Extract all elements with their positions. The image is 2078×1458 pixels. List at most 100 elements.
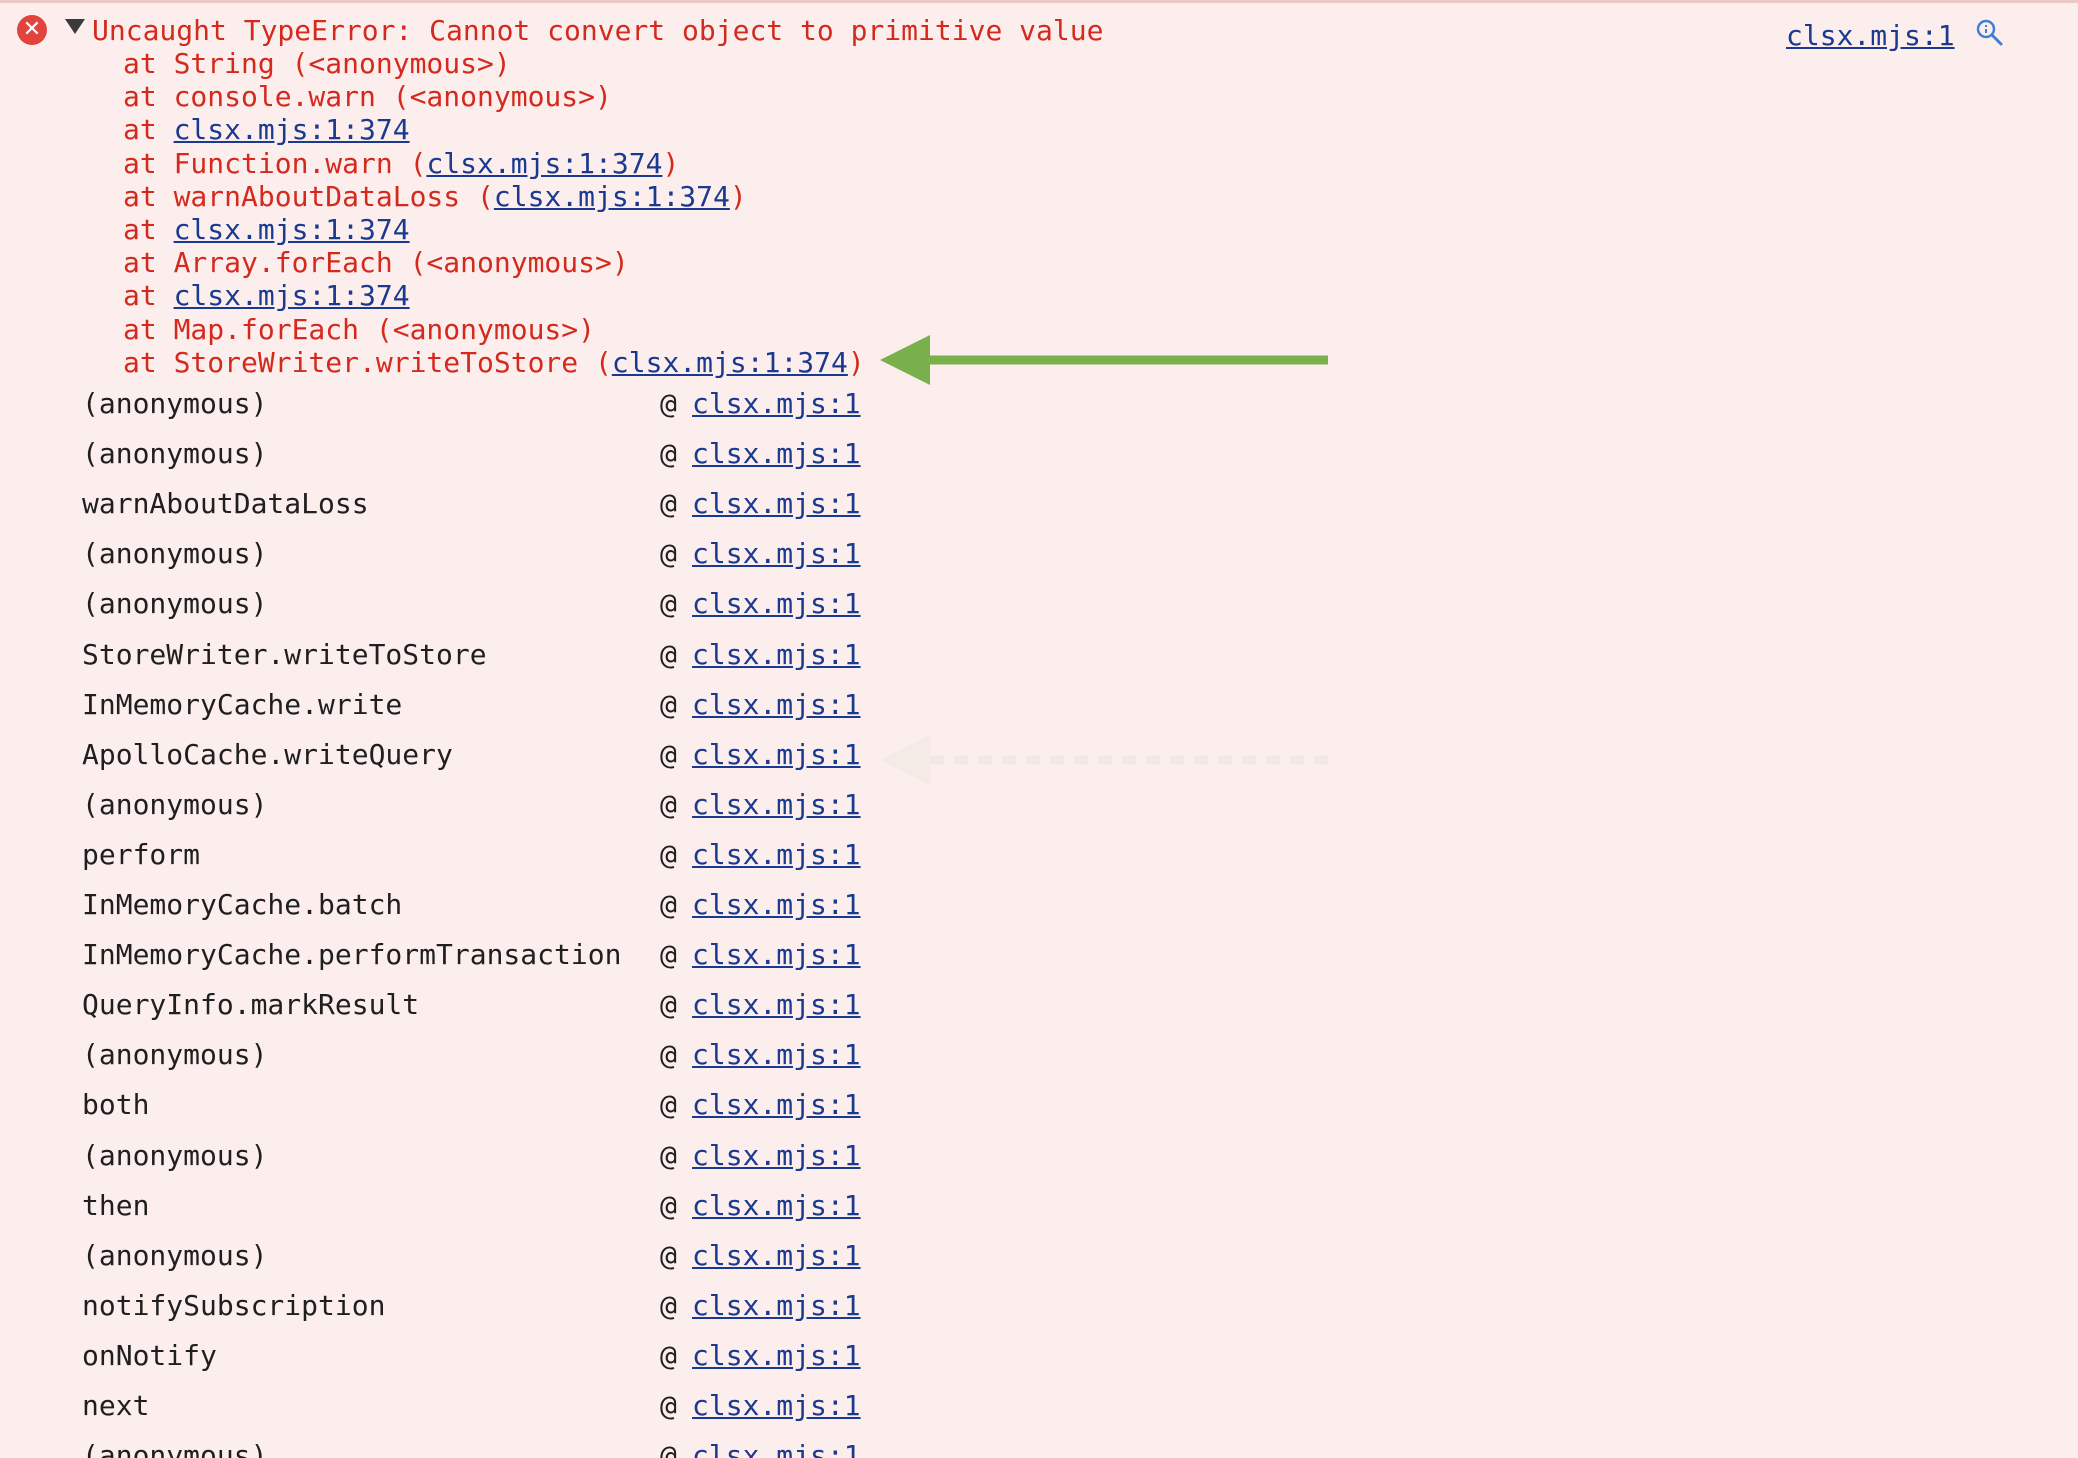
call-stack-link[interactable]: clsx.mjs:1 [692, 888, 861, 921]
function-name: notifySubscription [82, 1288, 386, 1322]
stack-trace-line: at Map.forEach (<anonymous>) [123, 313, 595, 346]
call-stack-link[interactable]: clsx.mjs:1 [692, 1088, 861, 1122]
at-symbol: @ [660, 1038, 677, 1072]
function-name: onNotify [82, 1338, 217, 1372]
call-stack-link[interactable]: clsx.mjs:1 [692, 1188, 861, 1222]
call-stack-link[interactable]: clsx.mjs:1 [692, 637, 861, 671]
error-circle-icon: ✕ [17, 15, 47, 45]
call-stack-link[interactable]: clsx.mjs:1 [692, 1138, 861, 1172]
at-symbol: @ [660, 1188, 677, 1222]
stack-trace-line: at StoreWriter.writeToStore (clsx.mjs:1:… [123, 346, 865, 379]
stack-trace-link[interactable]: clsx.mjs:1:374 [173, 213, 410, 246]
stack-trace-link[interactable]: clsx.mjs:1:374 [173, 279, 410, 313]
at-symbol: @ [660, 487, 677, 521]
at-symbol: @ [660, 1238, 677, 1272]
stack-trace-text: at [123, 279, 174, 313]
stack-trace-link[interactable]: clsx.mjs:1:374 [173, 113, 410, 147]
stack-trace-link[interactable]: clsx.mjs:1:374 [493, 179, 730, 213]
function-name: (anonymous) [82, 1238, 268, 1272]
call-stack-link[interactable]: clsx.mjs:1 [692, 1038, 861, 1072]
top-divider [0, 0, 2078, 3]
stack-trace-text: at [123, 113, 174, 147]
stack-trace-text: at console.warn (<anonymous>) [123, 80, 612, 114]
stack-trace-line: at String (<anonymous>) [123, 47, 511, 80]
function-name: InMemoryCache.performTransaction [82, 938, 622, 972]
stack-trace-text: at Function.warn ( [123, 146, 427, 180]
call-stack-link[interactable]: clsx.mjs:1 [692, 1439, 861, 1458]
faded-left-arrow-icon [880, 735, 1328, 785]
stack-trace-text: at warnAboutDataLoss ( [123, 179, 494, 213]
stack-trace-line: at Function.warn (clsx.mjs:1:374) [123, 147, 679, 180]
stack-trace-link[interactable]: clsx.mjs:1:374 [611, 345, 848, 379]
stack-trace-suffix: ) [847, 345, 865, 379]
function-name: InMemoryCache.batch [82, 888, 403, 921]
function-name: (anonymous) [82, 1138, 268, 1172]
at-symbol: @ [660, 1389, 677, 1422]
magnifier-icon[interactable] [1974, 17, 2004, 47]
stack-trace-text: at Map.forEach (<anonymous>) [123, 312, 596, 346]
function-name: StoreWriter.writeToStore [82, 637, 487, 671]
call-stack-link[interactable]: clsx.mjs:1 [692, 938, 861, 972]
source-link[interactable]: clsx.mjs:1 [1786, 19, 1955, 52]
call-stack-link[interactable]: clsx.mjs:1 [692, 687, 861, 721]
function-name: (anonymous) [82, 537, 268, 571]
function-name: (anonymous) [82, 387, 268, 420]
at-symbol: @ [660, 737, 677, 771]
at-symbol: @ [660, 1138, 677, 1172]
function-name: (anonymous) [82, 587, 268, 621]
stack-trace-line: at warnAboutDataLoss (clsx.mjs:1:374) [123, 180, 747, 213]
function-name: ApolloCache.writeQuery [82, 737, 453, 771]
at-symbol: @ [660, 938, 677, 972]
function-name: (anonymous) [82, 787, 268, 821]
expand-triangle-icon[interactable] [65, 19, 85, 34]
call-stack-link[interactable]: clsx.mjs:1 [692, 487, 861, 521]
stack-trace-line: at console.warn (<anonymous>) [123, 80, 612, 113]
stack-trace-line: at clsx.mjs:1:374 [123, 213, 410, 246]
at-symbol: @ [660, 587, 677, 621]
function-name: (anonymous) [82, 1038, 268, 1072]
function-name: warnAboutDataLoss [82, 487, 369, 521]
at-symbol: @ [660, 1338, 677, 1372]
error-message: Uncaught TypeError: Cannot convert objec… [92, 14, 1104, 47]
call-stack-link[interactable]: clsx.mjs:1 [692, 1238, 861, 1272]
call-stack-link[interactable]: clsx.mjs:1 [692, 1389, 861, 1422]
stack-trace-suffix: ) [662, 146, 680, 180]
call-stack-link[interactable]: clsx.mjs:1 [692, 437, 861, 471]
call-stack-link[interactable]: clsx.mjs:1 [692, 1288, 861, 1322]
at-symbol: @ [660, 988, 677, 1022]
stack-trace-suffix: ) [729, 179, 747, 213]
function-name: both [82, 1088, 150, 1122]
call-stack-link[interactable]: clsx.mjs:1 [692, 988, 861, 1022]
function-name: InMemoryCache.write [82, 687, 403, 721]
stack-trace-link[interactable]: clsx.mjs:1:374 [426, 146, 663, 180]
stack-trace-text: at StoreWriter.writeToStore ( [123, 345, 612, 379]
at-symbol: @ [660, 888, 677, 921]
call-stack-link[interactable]: clsx.mjs:1 [692, 787, 861, 821]
function-name: then [82, 1188, 150, 1222]
at-symbol: @ [660, 537, 677, 571]
function-name: (anonymous) [82, 1439, 268, 1458]
call-stack-link[interactable]: clsx.mjs:1 [692, 737, 861, 771]
at-symbol: @ [660, 787, 677, 821]
call-stack-link[interactable]: clsx.mjs:1 [692, 587, 861, 621]
stack-trace-line: at Array.forEach (<anonymous>) [123, 246, 629, 279]
at-symbol: @ [660, 637, 677, 671]
at-symbol: @ [660, 437, 677, 471]
stack-trace-text: at [123, 213, 174, 246]
at-symbol: @ [660, 837, 677, 871]
at-symbol: @ [660, 687, 677, 721]
at-symbol: @ [660, 1439, 677, 1458]
stack-trace-line: at clsx.mjs:1:374 [123, 113, 410, 146]
call-stack-link[interactable]: clsx.mjs:1 [692, 537, 861, 571]
stack-trace-text: at String (<anonymous>) [123, 47, 511, 80]
function-name: perform [82, 837, 201, 871]
at-symbol: @ [660, 1088, 677, 1122]
call-stack-link[interactable]: clsx.mjs:1 [692, 837, 861, 871]
call-stack-link[interactable]: clsx.mjs:1 [692, 387, 861, 420]
stack-trace-text: at Array.forEach (<anonymous>) [123, 246, 629, 280]
function-name: next [82, 1389, 150, 1422]
at-symbol: @ [660, 1288, 677, 1322]
call-stack-link[interactable]: clsx.mjs:1 [692, 1338, 861, 1372]
function-name: QueryInfo.markResult [82, 988, 420, 1022]
